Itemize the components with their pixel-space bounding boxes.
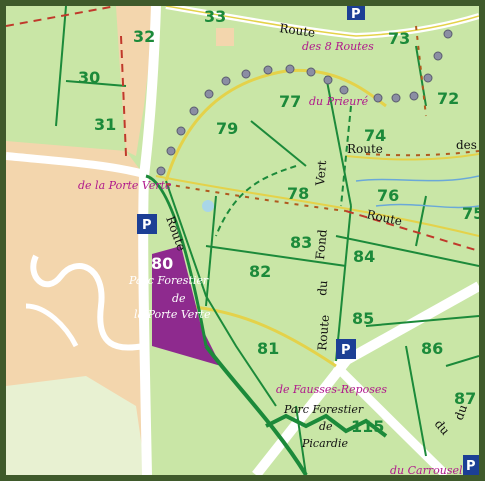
route-prieure: [164, 68, 387, 182]
place-porte-verte: de la Porte Verte: [78, 179, 172, 192]
parcel-83: 83: [290, 233, 312, 252]
svg-text:P: P: [142, 218, 152, 233]
parcel-33: 33: [204, 7, 226, 26]
parcel-115: 115: [351, 417, 384, 436]
park-porte-verte-line3: la Porte Verte: [134, 308, 211, 321]
parcel-31: 31: [94, 115, 116, 134]
road-label-vert: Vert: [313, 160, 329, 188]
stream: [355, 175, 479, 182]
parcel-72: 72: [437, 89, 459, 108]
dashed-parcel-line-2: [340, 105, 352, 207]
road-label-route-right: Route: [365, 207, 403, 228]
main-road-diagonal: [333, 281, 479, 371]
road-label-fond: Fond: [313, 229, 330, 261]
parcel-85: 85: [352, 309, 374, 328]
parcel-81: 81: [257, 339, 279, 358]
urban-area-top: [116, 6, 156, 156]
route-right: [345, 153, 479, 161]
pond: [202, 200, 214, 212]
route-top-edge: [165, 6, 479, 37]
parcel-73: 73: [388, 29, 410, 48]
parcel-lines: [55, 6, 479, 475]
road-label-route-top: Route: [279, 21, 317, 40]
place-fausses-reposes: de Fausses-Reposes: [276, 383, 387, 396]
route-middle: [155, 175, 479, 237]
svg-text:P: P: [351, 7, 361, 22]
parcel-74: 74: [364, 126, 386, 145]
road-label-bottom-du: du: [452, 403, 471, 423]
main-road-crossing: [252, 357, 350, 475]
road-label-route-lower: Route: [315, 314, 332, 351]
road-label-lower-du: du: [432, 417, 453, 438]
road-loop-2: [25, 303, 79, 348]
place-prieure: du Prieuré: [309, 95, 369, 108]
parking-icon[interactable]: P: [137, 214, 157, 234]
red-trails: [6, 6, 479, 252]
road-label-du: du: [315, 279, 330, 296]
dotted-trail: [156, 29, 453, 176]
forest-edge: [204, 344, 308, 475]
bracket-trail: [165, 25, 479, 212]
parcel-79: 79: [216, 119, 238, 138]
parking-icon[interactable]: P: [347, 6, 365, 22]
clearing: [6, 376, 146, 475]
svg-text:P: P: [341, 343, 351, 358]
map-canvas[interactable]: 33 32 30 31 73 72 77 79 74 78 76 75 83 8…: [6, 6, 479, 475]
parcel-86: 86: [421, 339, 443, 358]
main-road-lower: [332, 362, 450, 475]
parcel-80: 80: [151, 254, 173, 273]
park-picardie-line2: de: [319, 420, 333, 433]
forest-edge-2: [145, 174, 208, 347]
park-picardie-line3: Picardie: [301, 437, 348, 450]
park-porte-verte-line2: de: [172, 292, 186, 305]
parcel-84: 84: [353, 247, 375, 266]
parcel-82: 82: [249, 262, 271, 281]
road-label-route-des: des: [456, 138, 477, 152]
road-left: [6, 152, 146, 178]
park-porte-verte-line1: Parc Forestier: [128, 274, 209, 287]
road-loop: [30, 254, 145, 351]
small-clearing: [216, 28, 234, 46]
main-road-vertical: [138, 6, 161, 475]
parking-icon[interactable]: P: [336, 339, 356, 359]
park-picardie-boundary: [265, 413, 388, 438]
parking-icon[interactable]: P: [463, 455, 479, 475]
place-huit-routes: des 8 Routes: [302, 40, 374, 53]
parcel-77: 77: [279, 92, 301, 111]
route-lower: [185, 304, 337, 368]
parcel-78: 78: [287, 184, 309, 203]
svg-text:P: P: [466, 459, 476, 474]
parcel-30: 30: [78, 68, 100, 87]
dashed-parcel-line: [215, 165, 297, 237]
road-label-route-mid: Route: [347, 142, 383, 156]
parcel-75: 75: [462, 204, 479, 223]
parcel-76: 76: [377, 186, 399, 205]
park-picardie-line1: Parc Forestier: [283, 403, 364, 416]
stream-2: [375, 203, 479, 209]
parcel-32: 32: [133, 27, 155, 46]
parcel-87: 87: [454, 389, 476, 408]
place-carrousel: du Carrousel: [390, 464, 463, 475]
